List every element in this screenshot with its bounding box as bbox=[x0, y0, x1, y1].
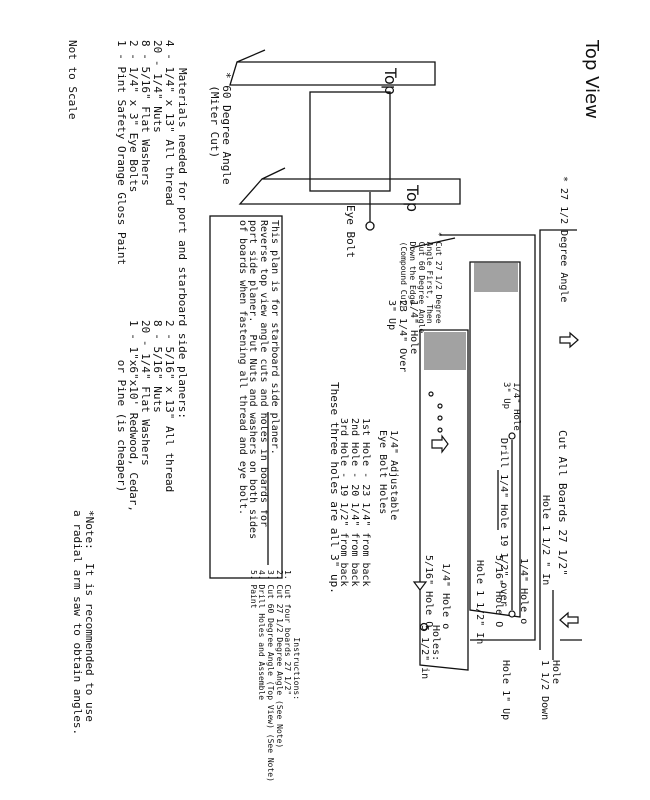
arrow-down-icon bbox=[431, 434, 449, 454]
holes-note: Holes: 5 1/2" in bbox=[419, 625, 441, 680]
top-board-lower bbox=[238, 178, 461, 205]
top-board-upper bbox=[229, 61, 436, 86]
materials-left-list: 4 - 1/4" x 13" All thread 20 - 1/4" Nuts… bbox=[115, 40, 177, 266]
eye-bolt-label: Eye Bolt bbox=[344, 205, 357, 258]
page-title: Top View bbox=[581, 40, 602, 119]
hole-1-5-down-label: Hole 1 1/2 Down bbox=[539, 660, 561, 721]
adjustable-hole-4 bbox=[437, 427, 443, 433]
lower-quarter-hole: 1/4" Hole o bbox=[440, 563, 451, 630]
planer-board-lower bbox=[419, 329, 469, 671]
hole-516-upper: 5/16" Hole O bbox=[493, 555, 504, 628]
materials-right-list: 2 - 5/16" x 13" All thread 8 - 5/16" Nut… bbox=[115, 320, 177, 513]
hole-23-note: 1/4" Hole 23 1/4" Over 3" Up bbox=[386, 300, 419, 373]
adjustable-hole-3 bbox=[437, 415, 443, 421]
arrow-small-icon bbox=[412, 581, 428, 591]
hole-516-lower bbox=[419, 622, 429, 632]
lower-516-hole: 5/16" Hole O bbox=[423, 555, 434, 628]
top-label-lower: Top bbox=[403, 185, 422, 212]
hole-1-5-in-label: Hole 1 1/2 " In bbox=[540, 495, 551, 586]
instructions-block: Instructions: 1. Cut four boards 27 1/2"… bbox=[248, 570, 301, 782]
angle-60-note: * 60 Degree Angle (Miter Cut) bbox=[208, 72, 233, 185]
three-holes-note: These three holes are all 3" up. bbox=[328, 382, 341, 594]
adjustable-title: 1/4" Adjustable Eye Bolt Holes bbox=[377, 430, 399, 521]
hole-quarter-right: 1/4" Hole o bbox=[518, 558, 529, 625]
hole-1-5-in-lower-label: Hole 1 1/2" In bbox=[474, 560, 485, 645]
adjustable-hole-2 bbox=[437, 403, 443, 409]
hole-upper-left bbox=[508, 432, 516, 440]
top-view-frame bbox=[309, 91, 391, 192]
eye-bolt-ring bbox=[365, 221, 375, 231]
adjustable-holes-list: 1st Hole - 23 1/4" from back 2nd Hole - … bbox=[338, 418, 371, 587]
angle-27-note: * 27 1/2 Degree Angle bbox=[558, 176, 569, 303]
cut-all-boards-label: Cut All Boards 27 1/2" bbox=[556, 430, 569, 576]
hole-upper-right bbox=[508, 610, 516, 618]
adjustable-hole-1 bbox=[428, 391, 434, 397]
arrow-right-icon bbox=[559, 611, 579, 629]
not-to-scale-label: Not to Scale bbox=[66, 40, 79, 120]
hole-3in-up-label: 1/4" Hole 3" Up bbox=[501, 382, 521, 431]
plan-note: This plan is for starboard side planer. … bbox=[236, 220, 280, 540]
top-label-upper: Top bbox=[381, 68, 400, 95]
plan-note-box bbox=[209, 215, 283, 579]
arrow-left-icon bbox=[559, 331, 579, 349]
radial-saw-note: *Note: It is recommended to use a radial… bbox=[71, 510, 96, 736]
hole-1-up-label: Hole 1" Up bbox=[500, 660, 511, 721]
materials-title: Materials needed for port and starboard … bbox=[176, 68, 189, 419]
